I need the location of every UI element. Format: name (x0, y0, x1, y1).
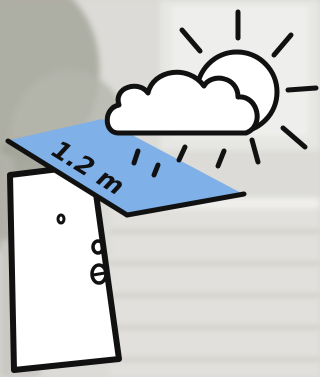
door-canopy-illustration: 1.2 m (0, 0, 320, 377)
illustration-canvas: 1.2 m (0, 0, 320, 377)
